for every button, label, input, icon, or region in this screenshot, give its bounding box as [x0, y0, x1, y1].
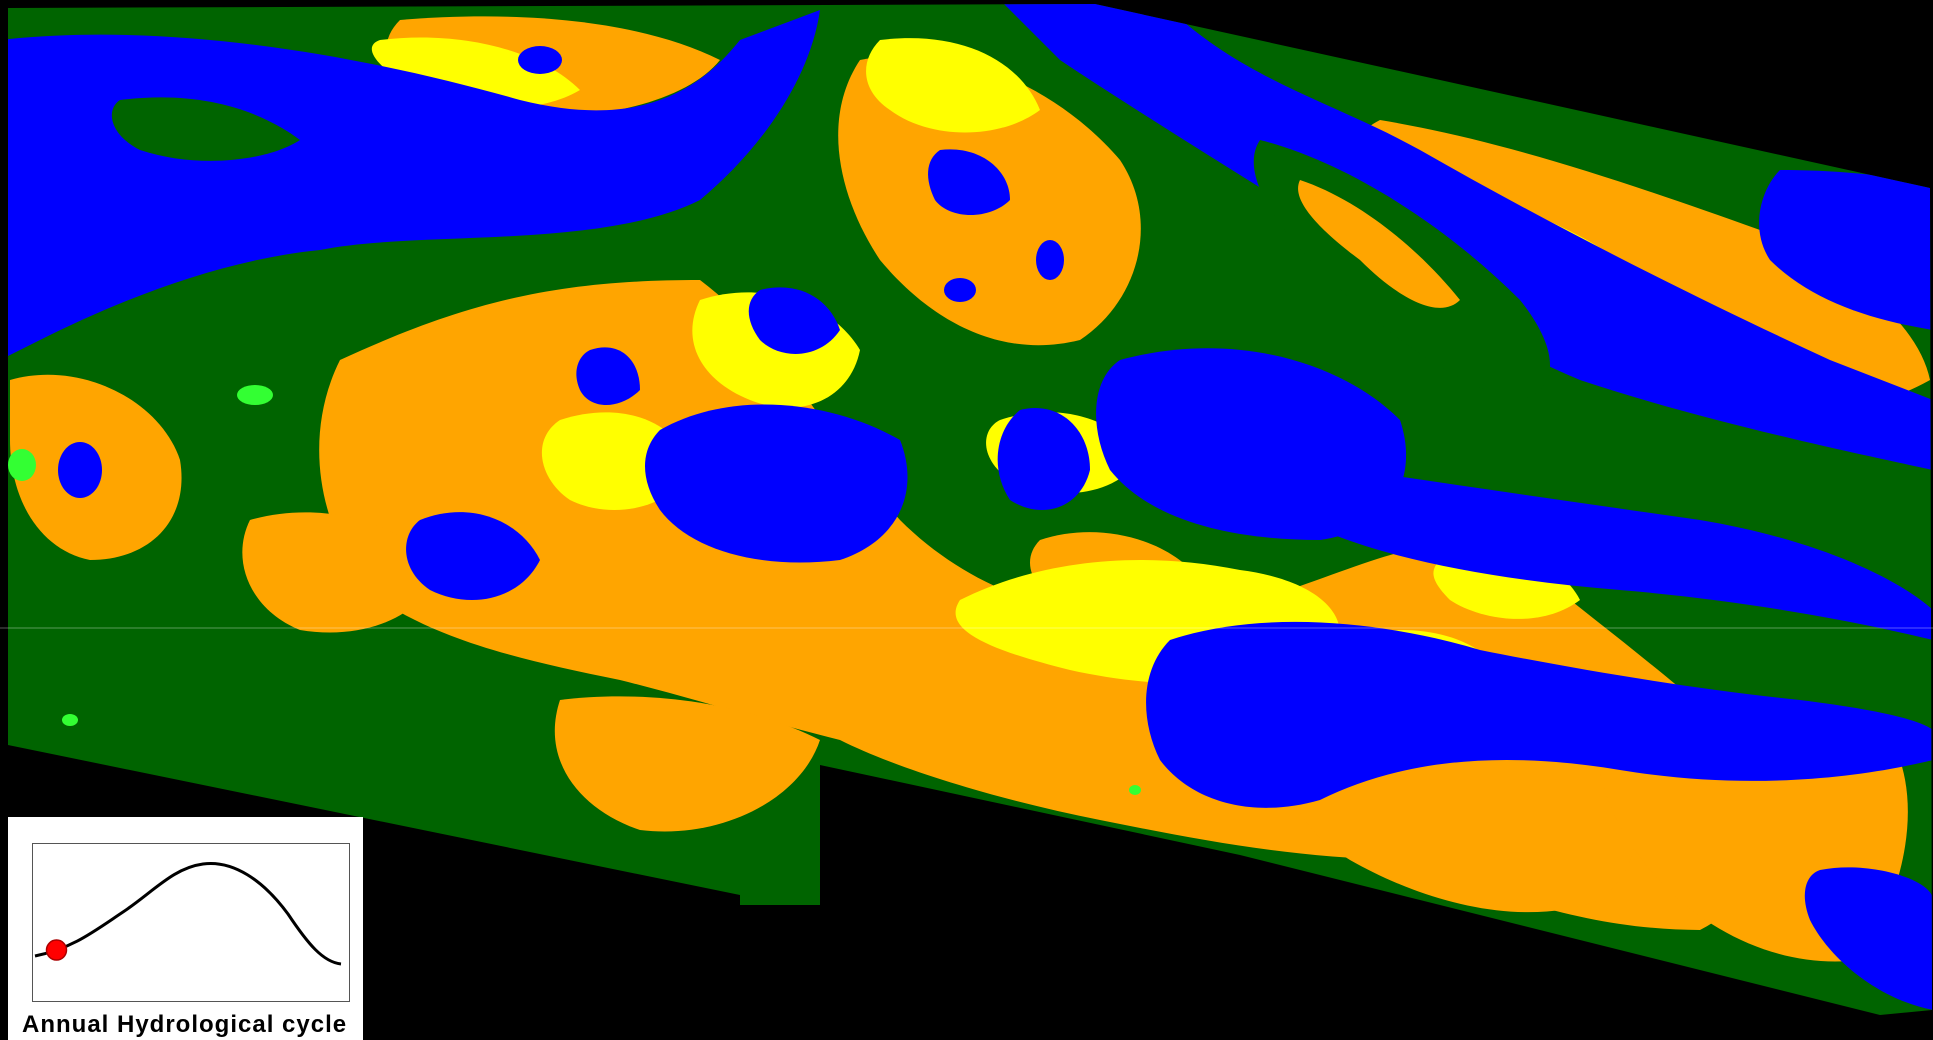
- inset-caption: Annual Hydrological cycle: [22, 1011, 348, 1038]
- hydrological-cycle-graph: [32, 843, 350, 1002]
- hydrograph-curve: [34, 861, 342, 966]
- non-flooded-vegetation-layer: [8, 385, 1141, 795]
- hydrological-cycle-inset: Annual Hydrological cycle: [8, 817, 363, 1040]
- cycle-position-marker: [45, 939, 68, 961]
- hydrograph-svg: [34, 861, 342, 966]
- water-layer: [8, 4, 1932, 1010]
- river-island-vegetation: [1298, 180, 1460, 308]
- river-island-west: [111, 97, 300, 161]
